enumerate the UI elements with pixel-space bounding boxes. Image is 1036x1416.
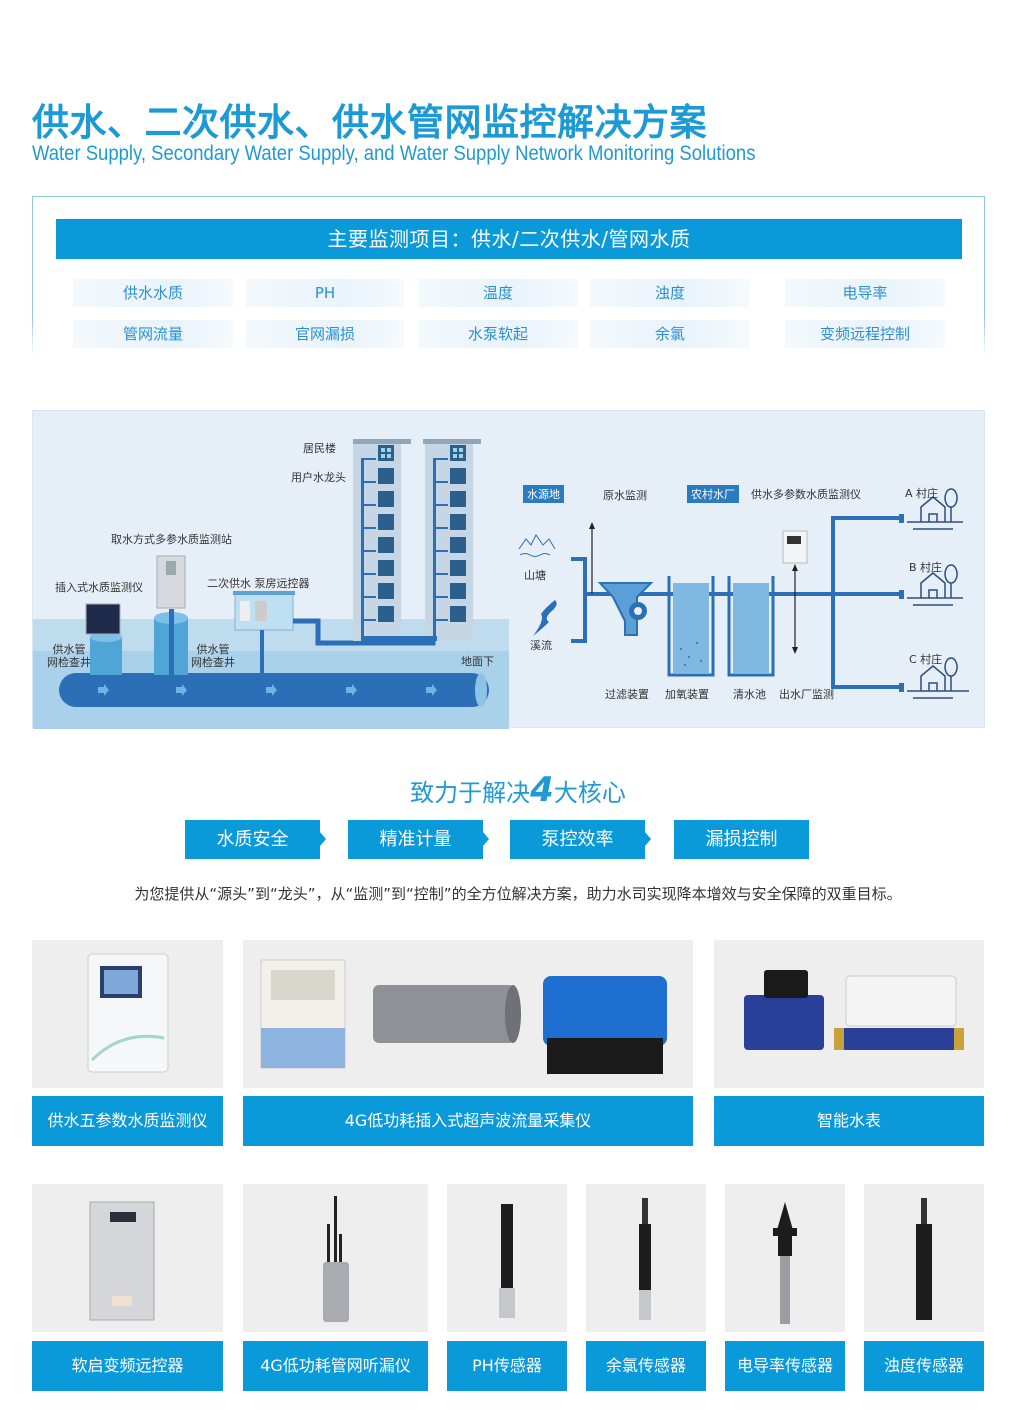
label-oxygen: 加氧装置 bbox=[665, 688, 709, 701]
product-image-conductivity-sensor bbox=[725, 1184, 845, 1332]
label-village-c: C 村庄 bbox=[909, 653, 943, 666]
label-insert-instrument: 插入式水质监测仪 bbox=[55, 581, 143, 594]
label-village-b: B 村庄 bbox=[909, 561, 943, 574]
label-station: 取水方式多参水质监测站 bbox=[111, 533, 232, 546]
label-clear-pool: 清水池 bbox=[733, 688, 766, 701]
monitoring-item: PH bbox=[246, 279, 404, 307]
product-image-chlorine-sensor bbox=[586, 1184, 706, 1332]
label-outlet: 出水厂监测 bbox=[779, 688, 834, 701]
tagline: 为您提供从“源头”到“龙头”，从“监测”到“控制”的全方位解决方案，助力水司实现… bbox=[134, 885, 902, 903]
pillar-pump-efficiency: 泵控效率 bbox=[510, 820, 645, 859]
core-heading: 致力于解决4大核心 bbox=[410, 770, 626, 810]
pillar-metering: 精准计量 bbox=[348, 820, 483, 859]
monitoring-item: 管网流量 bbox=[73, 320, 233, 348]
product-label: 电导率传感器 bbox=[725, 1341, 845, 1391]
label-instrument: 供水多参数水质监测仪 bbox=[751, 488, 861, 501]
product-label: 软启变频远控器 bbox=[32, 1341, 223, 1391]
label-underground: 地面下 bbox=[461, 655, 494, 668]
label-stream: 溪流 bbox=[530, 639, 552, 652]
tag-rural-plant: 农村水厂 bbox=[687, 485, 739, 503]
monitoring-item: 电导率 bbox=[785, 279, 945, 307]
label-well-right: 供水管网检查井 bbox=[191, 643, 235, 669]
product-image-leak-detector bbox=[243, 1184, 428, 1332]
product-label: PH传感器 bbox=[447, 1341, 567, 1391]
label-pump-controller: 二次供水 泵房远控器 bbox=[207, 577, 310, 590]
monitoring-item: 官网漏损 bbox=[246, 320, 404, 348]
monitoring-item: 变频远程控制 bbox=[785, 320, 945, 348]
pillar-leak-control: 漏损控制 bbox=[674, 820, 809, 859]
diagram-illustration bbox=[33, 439, 969, 729]
label-pond: 山塘 bbox=[524, 569, 546, 582]
product-label: 余氯传感器 bbox=[586, 1341, 706, 1391]
product-label: 供水五参数水质监测仪 bbox=[32, 1096, 223, 1146]
product-image-soft-start-controller bbox=[32, 1184, 223, 1332]
system-diagram: 居民楼 用户水龙头 取水方式多参水质监测站 插入式水质监测仪 二次供水 泵房远控… bbox=[32, 410, 985, 729]
page-subtitle: Water Supply, Secondary Water Supply, an… bbox=[32, 142, 756, 165]
label-tap: 用户水龙头 bbox=[291, 471, 346, 484]
label-village-a: A 村庄 bbox=[905, 487, 939, 500]
pillar-water-quality: 水质安全 bbox=[185, 820, 320, 859]
product-image-ph-sensor bbox=[447, 1184, 567, 1332]
tag-water-source: 水源地 bbox=[523, 485, 564, 503]
label-building: 居民楼 bbox=[303, 442, 336, 455]
product-image-turbidity-sensor bbox=[864, 1184, 984, 1332]
chevron-right-icon bbox=[320, 832, 326, 846]
chevron-right-icon bbox=[645, 832, 651, 846]
label-well-left: 供水管网检查井 bbox=[47, 643, 91, 669]
product-image-smart-water-meter bbox=[714, 940, 984, 1088]
monitoring-item: 温度 bbox=[418, 279, 578, 307]
monitoring-item: 水泵软起 bbox=[418, 320, 578, 348]
label-raw-water: 原水监测 bbox=[603, 489, 647, 502]
monitoring-item: 浊度 bbox=[590, 279, 750, 307]
product-label: 浊度传感器 bbox=[864, 1341, 984, 1391]
product-image-water-quality-monitor bbox=[32, 940, 223, 1088]
monitoring-heading: 主要监测项目：供水/二次供水/管网水质 bbox=[56, 219, 962, 259]
chevron-right-icon bbox=[483, 832, 489, 846]
page-title: 供水、二次供水、供水管网监控解决方案 bbox=[32, 101, 707, 144]
product-label: 4G低功耗管网听漏仪 bbox=[243, 1341, 428, 1391]
label-filter: 过滤装置 bbox=[605, 688, 649, 701]
product-label: 4G低功耗插入式超声波流量采集仪 bbox=[243, 1096, 693, 1146]
monitoring-item: 供水水质 bbox=[73, 279, 233, 307]
product-image-ultrasonic-flow bbox=[243, 940, 693, 1088]
monitoring-item: 余氯 bbox=[590, 320, 750, 348]
product-label: 智能水表 bbox=[714, 1096, 984, 1146]
